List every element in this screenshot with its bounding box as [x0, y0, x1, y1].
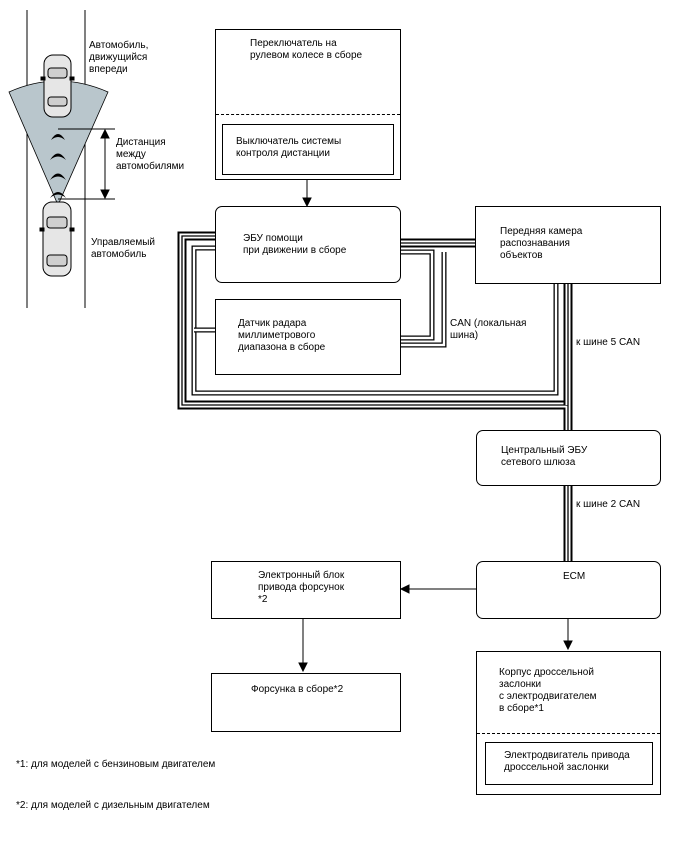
dashed-separator — [216, 114, 400, 115]
distance-switch-label: Выключатель системы контроля дистанции — [236, 136, 342, 159]
front-camera-label: Передняя камера распознавания объектов — [500, 226, 583, 261]
lead-vehicle-label: Автомобиль, движущийся впереди — [89, 40, 149, 75]
own-vehicle-label: Управляемый автомобиль — [91, 237, 155, 260]
radar-sensor-block: Датчик радара миллиметрового диапазона в… — [215, 299, 401, 375]
throttle-motor-label: Электродвигатель привода дроссельной зас… — [504, 750, 630, 773]
radar-sensor-label: Датчик радара миллиметрового диапазона в… — [238, 318, 326, 353]
throttle-body-block: Корпус дроссельной заслонки с электродви… — [476, 651, 661, 795]
gateway-ecu-label: Центральный ЭБУ сетевого шлюза — [501, 445, 588, 468]
throttle-motor-block: Электродвигатель привода дроссельной зас… — [485, 742, 653, 785]
lead-car-icon — [40, 54, 75, 118]
signal-arrows — [298, 180, 573, 673]
steering-switch-block: Переключатель на рулевом колесе в сборе … — [215, 29, 401, 180]
front-camera-block: Передняя камера распознавания объектов — [475, 206, 661, 284]
bus5-label: к шине 5 CAN — [576, 337, 641, 348]
injector-block: Форсунка в сборе*2 — [211, 673, 401, 732]
injector-driver-block: Электронный блок привода форсунок *2 — [211, 561, 401, 619]
footnote-2: *2: для моделей с дизельным двигателем — [16, 800, 210, 811]
can-local-label: CAN (локальная шина) — [450, 318, 527, 341]
can-bus-lines — [177, 231, 573, 561]
gateway-ecu-block: Центральный ЭБУ сетевого шлюза — [476, 430, 661, 486]
driving-assist-ecu-block: ЭБУ помощи при движении в сборе — [215, 206, 401, 283]
injector-driver-label: Электронный блок привода форсунок *2 — [258, 570, 345, 605]
dashed-separator-2 — [477, 733, 660, 734]
injector-label: Форсунка в сборе*2 — [251, 684, 344, 695]
traffic-illustration — [8, 10, 115, 308]
steering-switch-label: Переключатель на рулевом колесе в сборе — [250, 38, 363, 61]
distance-chevrons — [50, 134, 66, 198]
distance-label: Дистанция между автомобилями — [116, 137, 185, 172]
throttle-body-label: Корпус дроссельной заслонки с электродви… — [499, 667, 597, 714]
own-car-icon — [39, 201, 75, 277]
distance-switch-block: Выключатель системы контроля дистанции — [222, 124, 394, 175]
driving-assist-ecu-label: ЭБУ помощи при движении в сборе — [243, 233, 347, 256]
ecm-block: ECM — [476, 561, 661, 619]
bus2-label: к шине 2 CAN — [576, 499, 641, 510]
footnote-1: *1: для моделей с бензиновым двигателем — [16, 759, 216, 770]
distance-dimension — [58, 128, 115, 200]
ecm-label: ECM — [563, 571, 586, 582]
